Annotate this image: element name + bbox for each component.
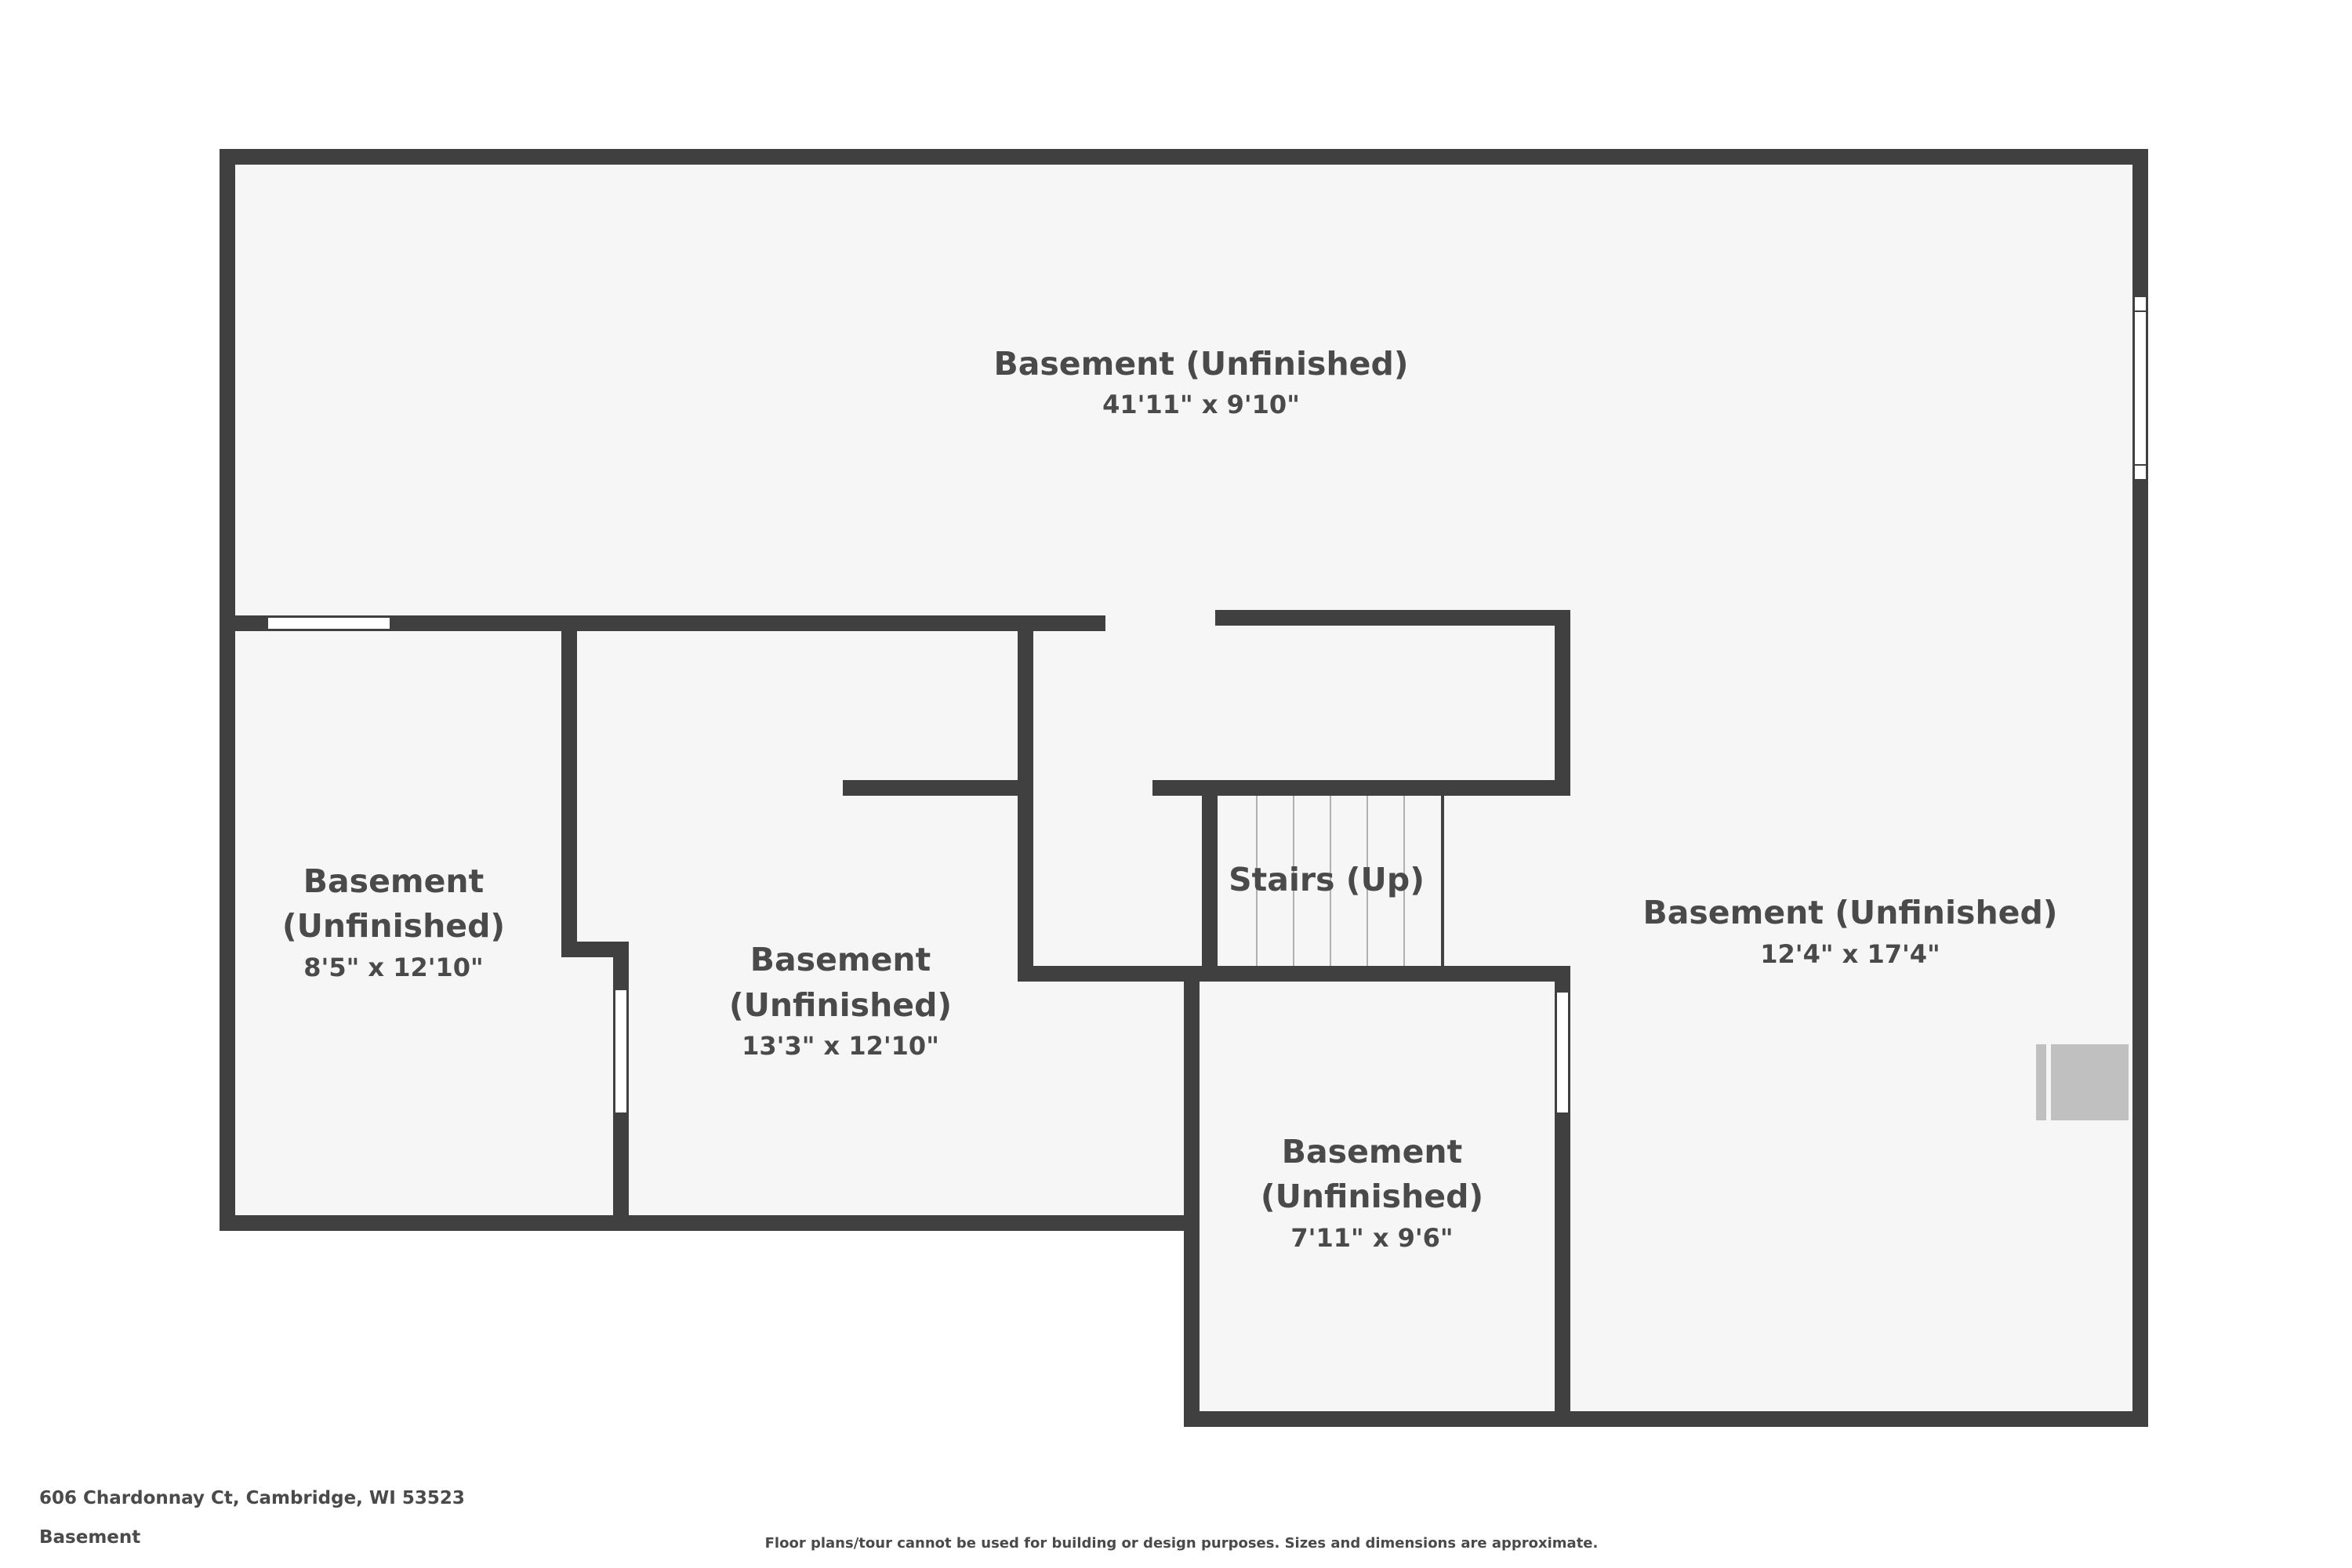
room-dims-top: 41'11" x 9'10" [1102,390,1300,419]
room-name-middle-line2: (Unfinished) [729,986,952,1024]
window [1555,991,1570,1114]
window [614,989,628,1114]
room-name-middle-line1: Basement [750,941,931,978]
room-name-right: Basement (Unfinished) [1642,894,2057,931]
room-name-bottom-line1: Basement [1282,1133,1462,1171]
room-name-bottom-line2: (Unfinished) [1261,1178,1483,1215]
window [2133,296,2147,481]
utility-fixture [2036,1044,2129,1120]
fixture-body [2036,1044,2129,1120]
room-dims-middle: 13'3" x 12'10" [742,1031,939,1061]
wall-segment [1152,610,1570,796]
room-name-stairs: Stairs (Up) [1229,861,1425,898]
disclaimer-text: Floor plans/tour cannot be used for buil… [765,1535,1599,1552]
wall-segment [1018,615,1570,982]
room-name-left-line2: (Unfinished) [282,907,505,945]
room-dims-right: 12'4" x 17'4" [1760,939,1940,969]
address-label: 606 Chardonnay Ct, Cambridge, WI 53523 [39,1488,465,1508]
floor-label: Basement [39,1527,140,1548]
room-dims-bottom: 7'11" x 9'6" [1290,1223,1453,1253]
room-name-top: Basement (Unfinished) [993,345,1408,383]
windows [267,296,2147,1114]
room-name-left-line1: Basement [303,862,484,900]
window [267,616,391,630]
room-dims-left: 8'5" x 12'10" [303,953,483,982]
stair-treads [1256,796,1405,966]
